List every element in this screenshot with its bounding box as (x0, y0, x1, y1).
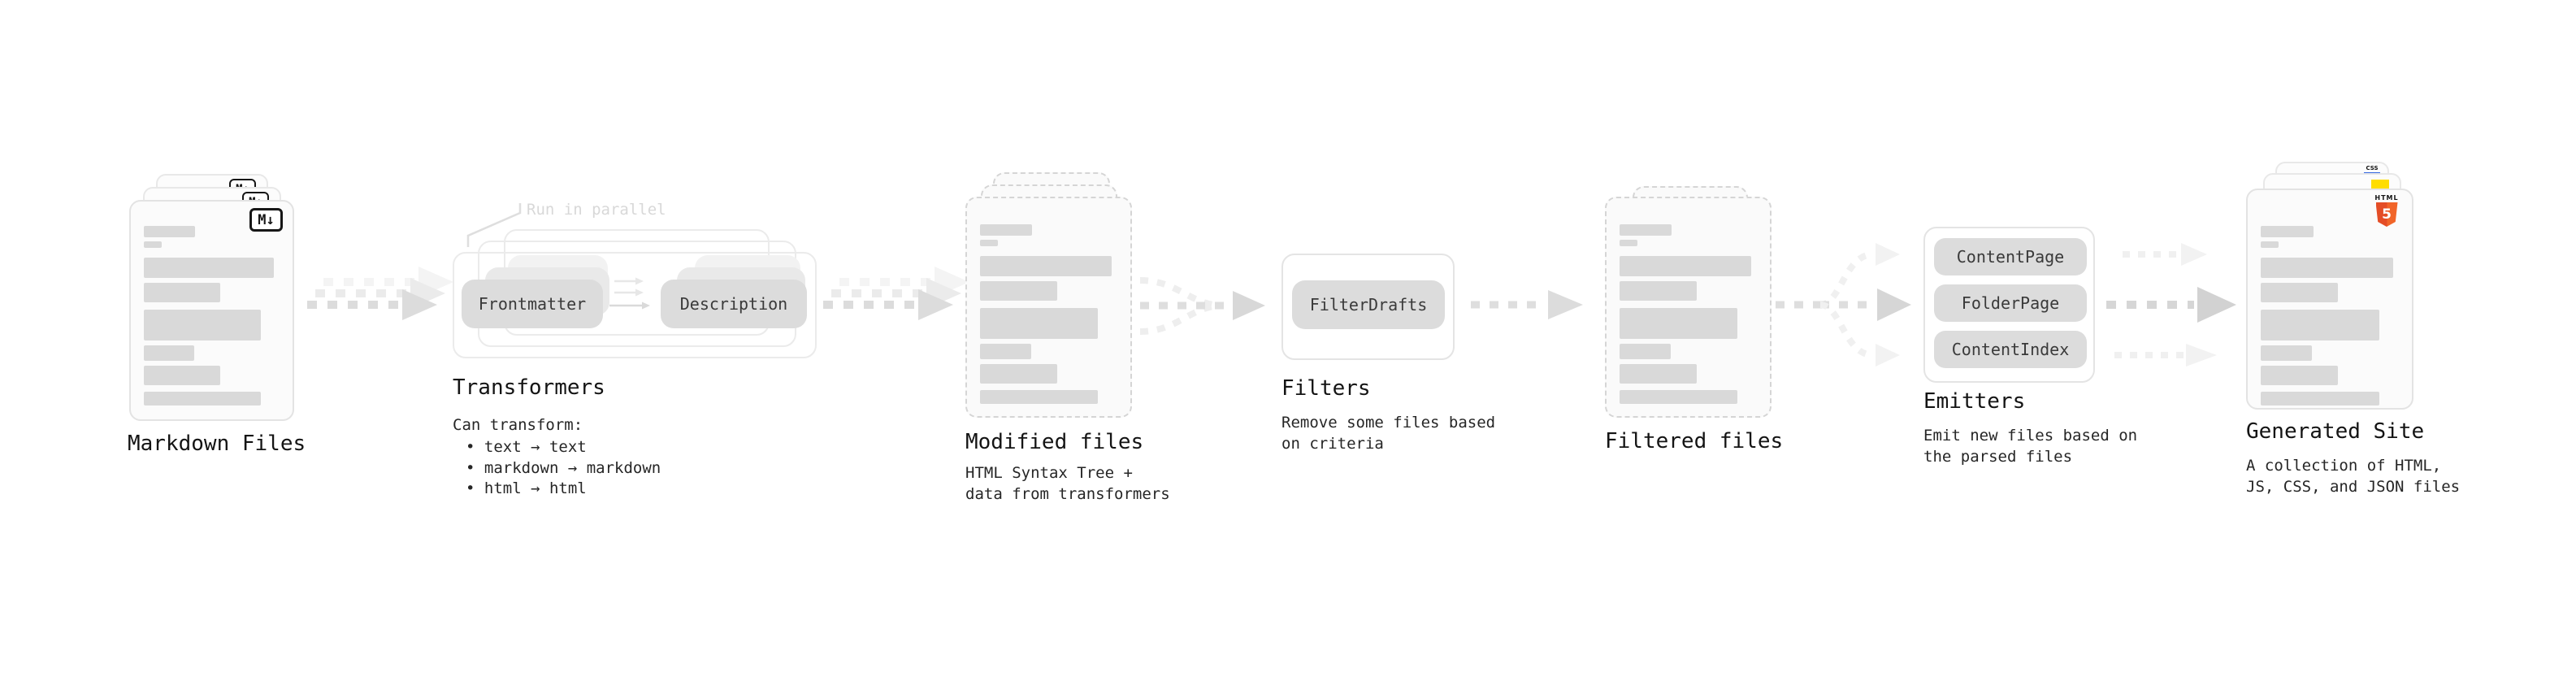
arrow-filters-to-filtered (1471, 290, 1583, 319)
text-line-bar (2261, 241, 2279, 248)
html5-icon: HTML 5 (2374, 194, 2400, 227)
file-content-bars (980, 224, 1117, 404)
text-line-bar (2261, 226, 2314, 237)
text-line-bar (144, 345, 194, 361)
text-line-bar (1620, 344, 1671, 359)
filtered-file-card-front (1605, 197, 1772, 418)
html5-icon-label: HTML (2374, 194, 2399, 202)
transformers-description-heading: Can transform: (453, 416, 583, 434)
description-pill: Description (661, 280, 807, 328)
bullet-markdown-to-markdown: markdown → markdown (466, 458, 661, 479)
text-line-bar (980, 364, 1057, 384)
file-content-bars (144, 226, 280, 406)
text-line-bar (1620, 224, 1672, 236)
css-icon-label: CSS (2366, 165, 2379, 171)
text-line-bar (2261, 283, 2339, 302)
text-line-bar (144, 310, 261, 340)
run-in-parallel-label: Run in parallel (527, 201, 666, 219)
modified-files-title: Modified files (965, 430, 1144, 454)
folderpage-pill: FolderPage (1934, 284, 2087, 322)
text-line-bar (2261, 310, 2380, 340)
text-line-bar (1620, 281, 1697, 301)
html5-shield: 5 (2375, 202, 2398, 227)
annotation-callout-line (466, 203, 522, 247)
bullet-text-to-text: text → text (466, 437, 661, 458)
arrow-transformers-to-modified (823, 267, 969, 320)
contentindex-pill: ContentIndex (1934, 331, 2087, 368)
markdown-icon: M↓ (249, 208, 283, 232)
text-line-bar (980, 308, 1099, 339)
text-line-bar (2261, 258, 2394, 278)
transformers-bullet-list: text → text markdown → markdown html → h… (466, 437, 661, 500)
text-line-bar (1620, 256, 1752, 276)
generated-site-title: Generated Site (2246, 419, 2425, 444)
text-line-bar (980, 281, 1057, 301)
parallel-mini-arrows (609, 277, 650, 310)
js-icon (2371, 180, 2389, 189)
arrow-filtered-to-emitters-split (1776, 243, 1911, 367)
text-line-bar (144, 226, 196, 237)
frontmatter-pill: Frontmatter (462, 280, 603, 328)
text-line-bar (980, 240, 998, 246)
markdown-files-title: Markdown Files (128, 432, 306, 456)
text-line-bar (144, 366, 220, 385)
emitters-title: Emitters (1923, 389, 2026, 414)
contentpage-pill: ContentPage (1934, 238, 2087, 275)
filters-title: Filters (1281, 376, 1371, 401)
emitters-subtitle: Emit new files based on the parsed files (1923, 427, 2138, 466)
text-line-bar (1620, 240, 1637, 246)
generated-site-subtitle: A collection of HTML, JS, CSS, and JSON … (2246, 457, 2461, 496)
filters-subtitle: Remove some files based on criteria (1281, 414, 1496, 453)
filterdrafts-pill: FilterDrafts (1292, 280, 1445, 329)
text-line-bar (980, 224, 1033, 236)
arrows-emitters-to-site (2106, 243, 2236, 367)
text-line-bar (980, 256, 1112, 276)
transformers-title: Transformers (453, 375, 605, 400)
arrow-markdown-to-transformers (307, 267, 453, 320)
text-line-bar (2261, 392, 2380, 406)
markdown-file-card-front: M↓ (129, 200, 294, 421)
text-line-bar (144, 241, 162, 248)
text-line-bar (1620, 364, 1697, 384)
text-line-bar (144, 392, 261, 406)
text-line-bar (980, 344, 1031, 359)
file-content-bars (1620, 224, 1757, 404)
text-line-bar (1620, 308, 1738, 339)
modified-files-subtitle: HTML Syntax Tree + data from transformer… (965, 464, 1170, 503)
text-line-bar (1620, 390, 1738, 404)
filtered-files-title: Filtered files (1605, 429, 1784, 453)
text-line-bar (2261, 345, 2312, 361)
modified-file-card-front (965, 197, 1132, 418)
text-line-bar (2261, 366, 2339, 385)
bullet-html-to-html: html → html (466, 479, 661, 500)
file-content-bars (2261, 226, 2399, 406)
text-line-bar (980, 390, 1099, 404)
transformer-box-front (453, 252, 817, 358)
arrow-modified-to-filters-merge (1139, 277, 1265, 335)
site-html-card: HTML 5 (2246, 189, 2413, 410)
text-line-bar (144, 283, 220, 302)
text-line-bar (144, 258, 275, 278)
